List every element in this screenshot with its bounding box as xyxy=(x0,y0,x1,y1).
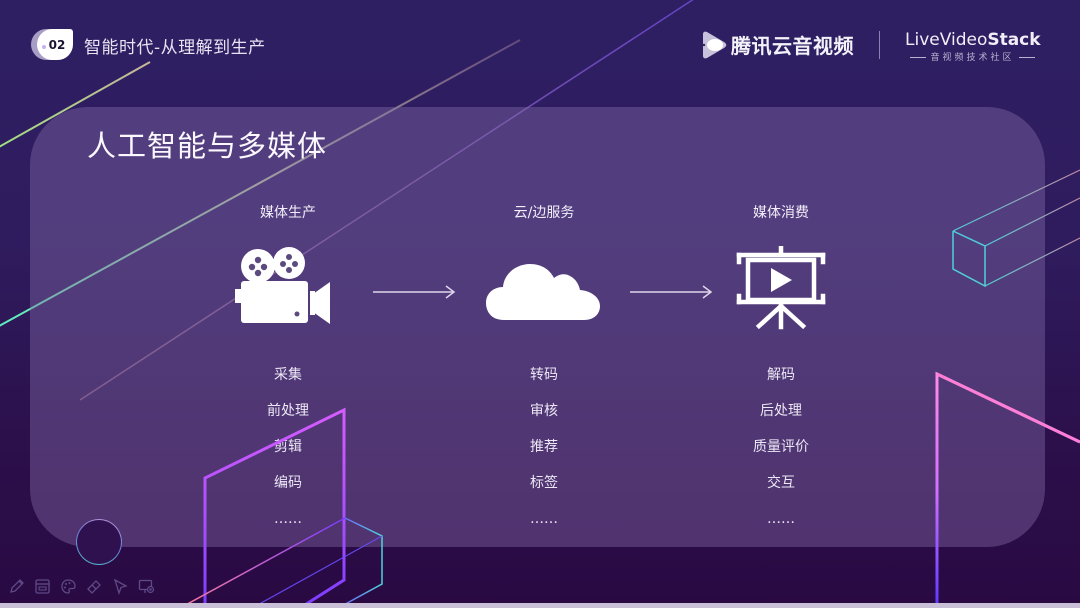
list-item: 标签 xyxy=(530,475,558,491)
list-item: 前处理 xyxy=(267,403,309,419)
eraser-icon[interactable] xyxy=(86,578,103,595)
list-item: 编码 xyxy=(274,475,302,491)
brand-secondary-prefix: LiveVideo xyxy=(905,30,988,50)
list-item: …… xyxy=(767,511,795,527)
list-item: …… xyxy=(274,511,302,527)
livevideostack-brand: LiveVideoStack 音视频技术社区 xyxy=(905,30,1041,63)
list-item: 采集 xyxy=(274,367,302,383)
slide-title: 人工智能与多媒体 xyxy=(87,129,328,163)
item-list: 解码 后处理 质量评价 交互 …… xyxy=(681,365,881,545)
list-item: 审核 xyxy=(530,403,558,419)
presentation-toolbar xyxy=(8,578,155,595)
tencent-play-logo-icon xyxy=(702,31,727,58)
screen-record-icon[interactable] xyxy=(138,578,155,595)
list-item: 交互 xyxy=(767,475,795,491)
list-item: …… xyxy=(530,511,558,527)
column-heading: 媒体消费 xyxy=(753,205,809,221)
section-title: 智能时代-从理解到生产 xyxy=(84,38,266,58)
pointer-icon[interactable] xyxy=(112,578,129,595)
column-cloud-edge-service: 云/边服务 转码 审核 推荐 标签 …… xyxy=(444,203,644,545)
list-item: 转码 xyxy=(530,367,558,383)
item-list: 采集 前处理 剪辑 编码 …… xyxy=(188,365,388,545)
list-item: 后处理 xyxy=(760,403,802,419)
arrow-right-icon xyxy=(630,285,713,299)
list-item: 解码 xyxy=(767,367,795,383)
list-item: 质量评价 xyxy=(753,439,809,455)
window-icon[interactable] xyxy=(34,578,51,595)
brand-secondary-sub: 音视频技术社区 xyxy=(905,50,1040,63)
column-heading: 云/边服务 xyxy=(513,205,575,221)
projector-screen-play-icon xyxy=(681,243,881,330)
brand-secondary-bold: Stack xyxy=(987,30,1041,50)
brand-divider xyxy=(879,31,880,59)
list-item: 剪辑 xyxy=(274,439,302,455)
item-list: 转码 审核 推荐 标签 …… xyxy=(444,365,644,545)
tencent-cloud-brand: 腾讯云音视频 xyxy=(699,30,854,59)
circle-ring-decoration xyxy=(76,519,122,565)
palette-icon[interactable] xyxy=(60,578,77,595)
column-media-production: 媒体生产 采集 前处理 剪辑 编码 …… xyxy=(188,203,388,545)
bottom-strip xyxy=(0,603,1080,608)
section-badge: 02 xyxy=(31,29,73,60)
brand-name: 腾讯云音视频 xyxy=(731,34,854,58)
video-camera-icon xyxy=(188,243,388,329)
column-media-consumption: 媒体消费 解码 后处理 xyxy=(681,203,881,545)
arrow-right-icon xyxy=(373,285,456,299)
content-panel: 人工智能与多媒体 媒体生产 采集 前处理 剪辑 编码 xyxy=(30,107,1045,547)
cloud-icon xyxy=(444,243,644,329)
column-heading: 媒体生产 xyxy=(260,205,316,221)
list-item: 推荐 xyxy=(530,439,558,455)
pencil-icon[interactable] xyxy=(8,578,25,595)
